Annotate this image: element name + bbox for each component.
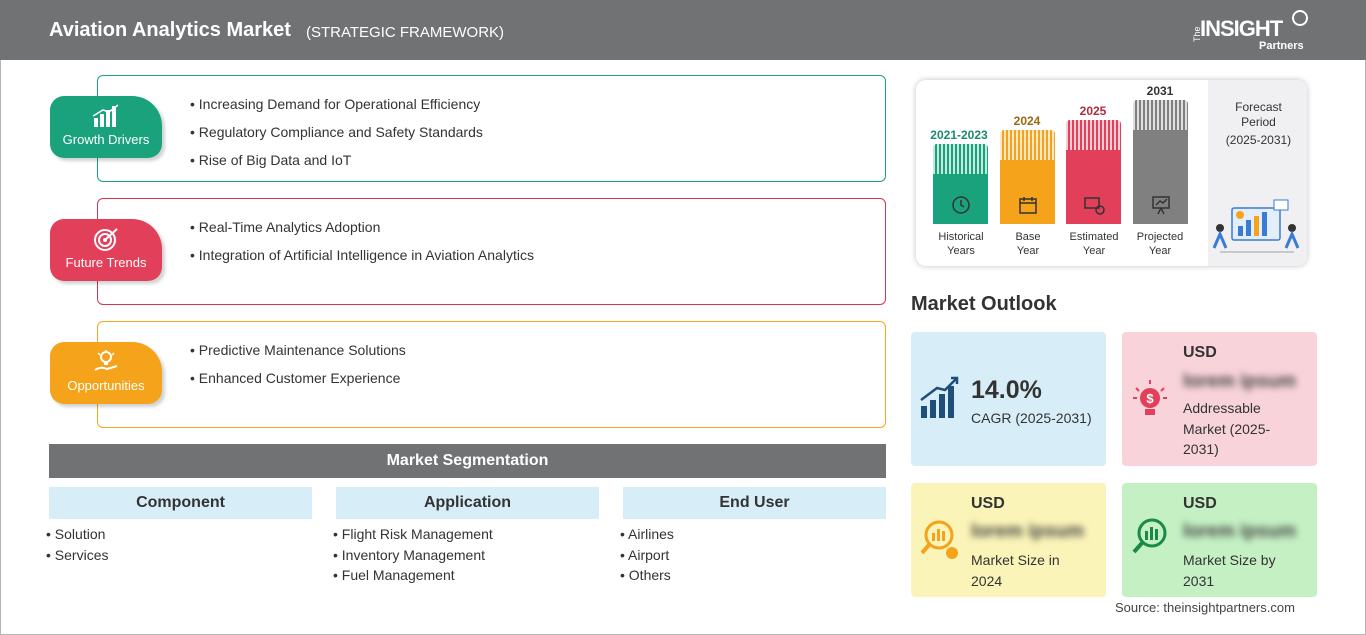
segment-list-component: • Solution • Services [46,526,108,567]
list-item: • Enhanced Customer Experience [190,370,401,386]
list-item: • Services [46,546,109,563]
bar-projected [1133,100,1188,224]
list-item: • Inventory Management [333,546,485,563]
cagr-value: 14.0% [971,376,1042,404]
year-projected: 2031 [1146,84,1174,98]
segment-heading-component: Component [49,487,312,519]
market-segmentation-title: Market Segmentation [49,444,886,478]
header-bar: Aviation Analytics Market (STRATEGIC FRA… [0,0,1366,60]
bar-base [1000,130,1055,224]
segment-heading-end-user: End User [623,487,886,519]
size-2031-value: lorem ipsum [1183,521,1296,542]
opportunities-list: • Predictive Maintenance Solutions • Enh… [190,342,406,398]
opportunities-badge: Opportunities [50,342,162,404]
list-item: • Solution [46,526,106,542]
presentation-icon [1152,196,1170,215]
bar-estimated [1066,120,1121,224]
list-item: • Integration of Artificial Intelligence… [190,247,534,263]
list-item: • Fuel Management [333,567,455,583]
list-item: • Increasing Demand for Operational Effi… [190,96,481,112]
list-item: • Predictive Maintenance Solutions [190,342,406,358]
svg-text:$: $ [1146,391,1154,406]
growth-drivers-badge: Growth Drivers [50,96,162,158]
lightbulb-hand-icon [94,350,118,371]
list-item: • Flight Risk Management [333,526,493,542]
list-item: • Airlines [620,526,674,542]
size-2031-usd: USD [1183,495,1217,512]
year-base: 2024 [1013,114,1041,128]
segment-list-end-user: • Airlines • Airport • Others [620,526,674,588]
source-note: Source: theinsightpartners.com [1115,600,1295,615]
year-estimated: 2025 [1079,104,1107,118]
future-trends-label: Future Trends [65,255,147,270]
cagr-label: CAGR (2025-2031) [971,410,1092,426]
analytics-board-icon [1084,197,1105,215]
size-2024-value: lorem ipsum [971,521,1084,542]
year-historical: 2021-2023 [930,128,988,142]
bar-historical [933,144,988,224]
insight-partners-logo: The INSIGHT Partners [1192,10,1308,55]
list-item: • Others [620,567,671,583]
page-subtitle: (STRATEGIC FRAMEWORK) [306,24,505,41]
magnifier-growth-icon [1132,518,1167,554]
segment-heading-application: Application [336,487,599,519]
forecast-period-label: Forecast Period (2025-2031) [1225,100,1292,147]
growth-drivers-box: • Increasing Demand for Operational Effi… [97,75,886,182]
future-trends-list: • Real-Time Analytics Adoption • Integra… [190,219,534,275]
growth-drivers-list: • Increasing Demand for Operational Effi… [190,96,483,180]
calendar-icon [1019,197,1037,214]
opportunities-box: • Predictive Maintenance Solutions • Enh… [97,321,886,428]
list-item: • Regulatory Compliance and Safety Stand… [190,124,483,140]
list-item: • Rise of Big Data and IoT [190,152,352,168]
growth-chart-icon [92,104,119,127]
cagr-card: 14.0% CAGR (2025-2031) [911,332,1106,466]
future-trends-box: • Real-Time Analytics Adoption • Integra… [97,198,886,305]
opportunities-label: Opportunities [67,378,145,393]
future-trends-badge: Future Trends [50,219,162,281]
page-title: Aviation Analytics Market [49,19,291,41]
list-item: • Real-Time Analytics Adoption [190,219,381,235]
logo-partners-text: Partners [1259,40,1304,52]
analytics-people-icon [1212,199,1300,253]
target-icon [94,228,118,251]
size-2024-usd: USD [971,495,1005,512]
magnifier-chart-icon [920,520,958,559]
logo-ring-icon [1292,10,1308,26]
growth-bars-icon [920,376,959,418]
list-item: • Airport [620,546,670,563]
growth-drivers-label: Growth Drivers [62,132,150,147]
money-lightbulb-icon: $ [1133,380,1167,415]
logo-insight-text: INSIGHT [1200,16,1283,41]
segment-list-application: • Flight Risk Management • Inventory Man… [333,526,493,588]
addressable-usd: USD [1183,344,1217,361]
market-outlook-title: Market Outlook [911,293,1057,315]
addressable-value: lorem ipsum [1183,371,1296,392]
history-clock-icon [952,196,970,214]
